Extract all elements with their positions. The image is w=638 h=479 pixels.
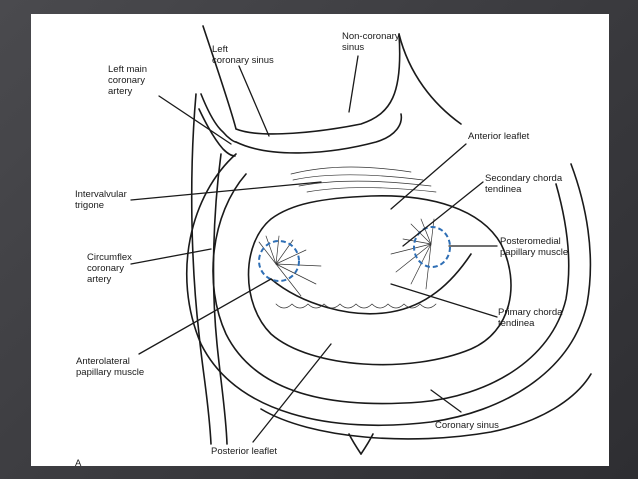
coaptation-line [270, 253, 472, 315]
left-vessel-outer [190, 93, 212, 445]
coronary-sinus-band [260, 373, 592, 440]
label-secondary-chorda-tendinea: Secondary chorda tendinea [485, 173, 565, 195]
anterolateral-papillary-muscle-marker [258, 240, 300, 282]
leader-anterolateral-papillary-muscle [138, 278, 272, 355]
label-anterolateral-papillary-muscle: Anterolateral papillary muscle [76, 356, 144, 378]
vessel-branch-left [348, 433, 362, 455]
leader-circumflex-coronary-artery [130, 248, 212, 265]
non-coronary-sinus-wall [398, 33, 462, 125]
label-anterior-leaflet: Anterior leaflet [468, 131, 530, 142]
leader-left-coronary-sinus [238, 65, 270, 137]
mitral-valve-diagram: Left coronary sinus Non-coronary sinus L… [75, 25, 592, 466]
label-coronary-sinus: Coronary sinus [435, 420, 499, 431]
leader-left-main-coronary-artery [158, 95, 232, 145]
leader-coronary-sinus [430, 389, 462, 413]
leader-secondary-chorda-tendinea [402, 181, 484, 247]
leader-non-coronary-sinus [348, 55, 359, 113]
label-primary-chorda-tendinea: Primary chorda tendinea [498, 307, 565, 329]
label-left-coronary-sinus: Left coronary sinus [212, 44, 274, 66]
left-vessel-inner [212, 153, 228, 445]
label-panel-letter: A [75, 458, 82, 466]
vessel-branch-right [360, 433, 374, 455]
label-circumflex-coronary-artery: Circumflex coronary artery [87, 252, 135, 285]
left-main-coronary-artery-upper [200, 93, 237, 143]
label-intervalvular-trigone: Intervalvular trigone [75, 189, 129, 211]
leader-posterior-leaflet [252, 343, 332, 443]
posterior-leaflet-scallops [275, 303, 437, 309]
aortic-root-outline [202, 25, 401, 135]
leader-primary-chorda-tendinea [390, 283, 498, 318]
label-left-main-coronary-artery: Left main coronary artery [108, 64, 150, 97]
slide: Left coronary sinus Non-coronary sinus L… [31, 14, 609, 466]
label-non-coronary-sinus: Non-coronary sinus [342, 31, 402, 53]
leader-intervalvular-trigone [130, 181, 322, 201]
posteromedial-papillary-muscle-marker [413, 226, 451, 268]
intervalvular-fibrous-texture [290, 166, 437, 193]
outer-annulus [185, 153, 592, 427]
posteromedial-chordae [390, 218, 435, 290]
label-posterior-leaflet: Posterior leaflet [211, 446, 277, 457]
outer-annulus-inner [212, 173, 570, 405]
label-posteromedial-papillary-muscle: Posteromedial papillary muscle [500, 236, 568, 258]
leader-anterior-leaflet [390, 143, 467, 210]
aortic-root-lower-edge [235, 113, 403, 154]
mitral-orifice [247, 195, 512, 366]
left-main-coronary-artery-lower [198, 108, 236, 157]
